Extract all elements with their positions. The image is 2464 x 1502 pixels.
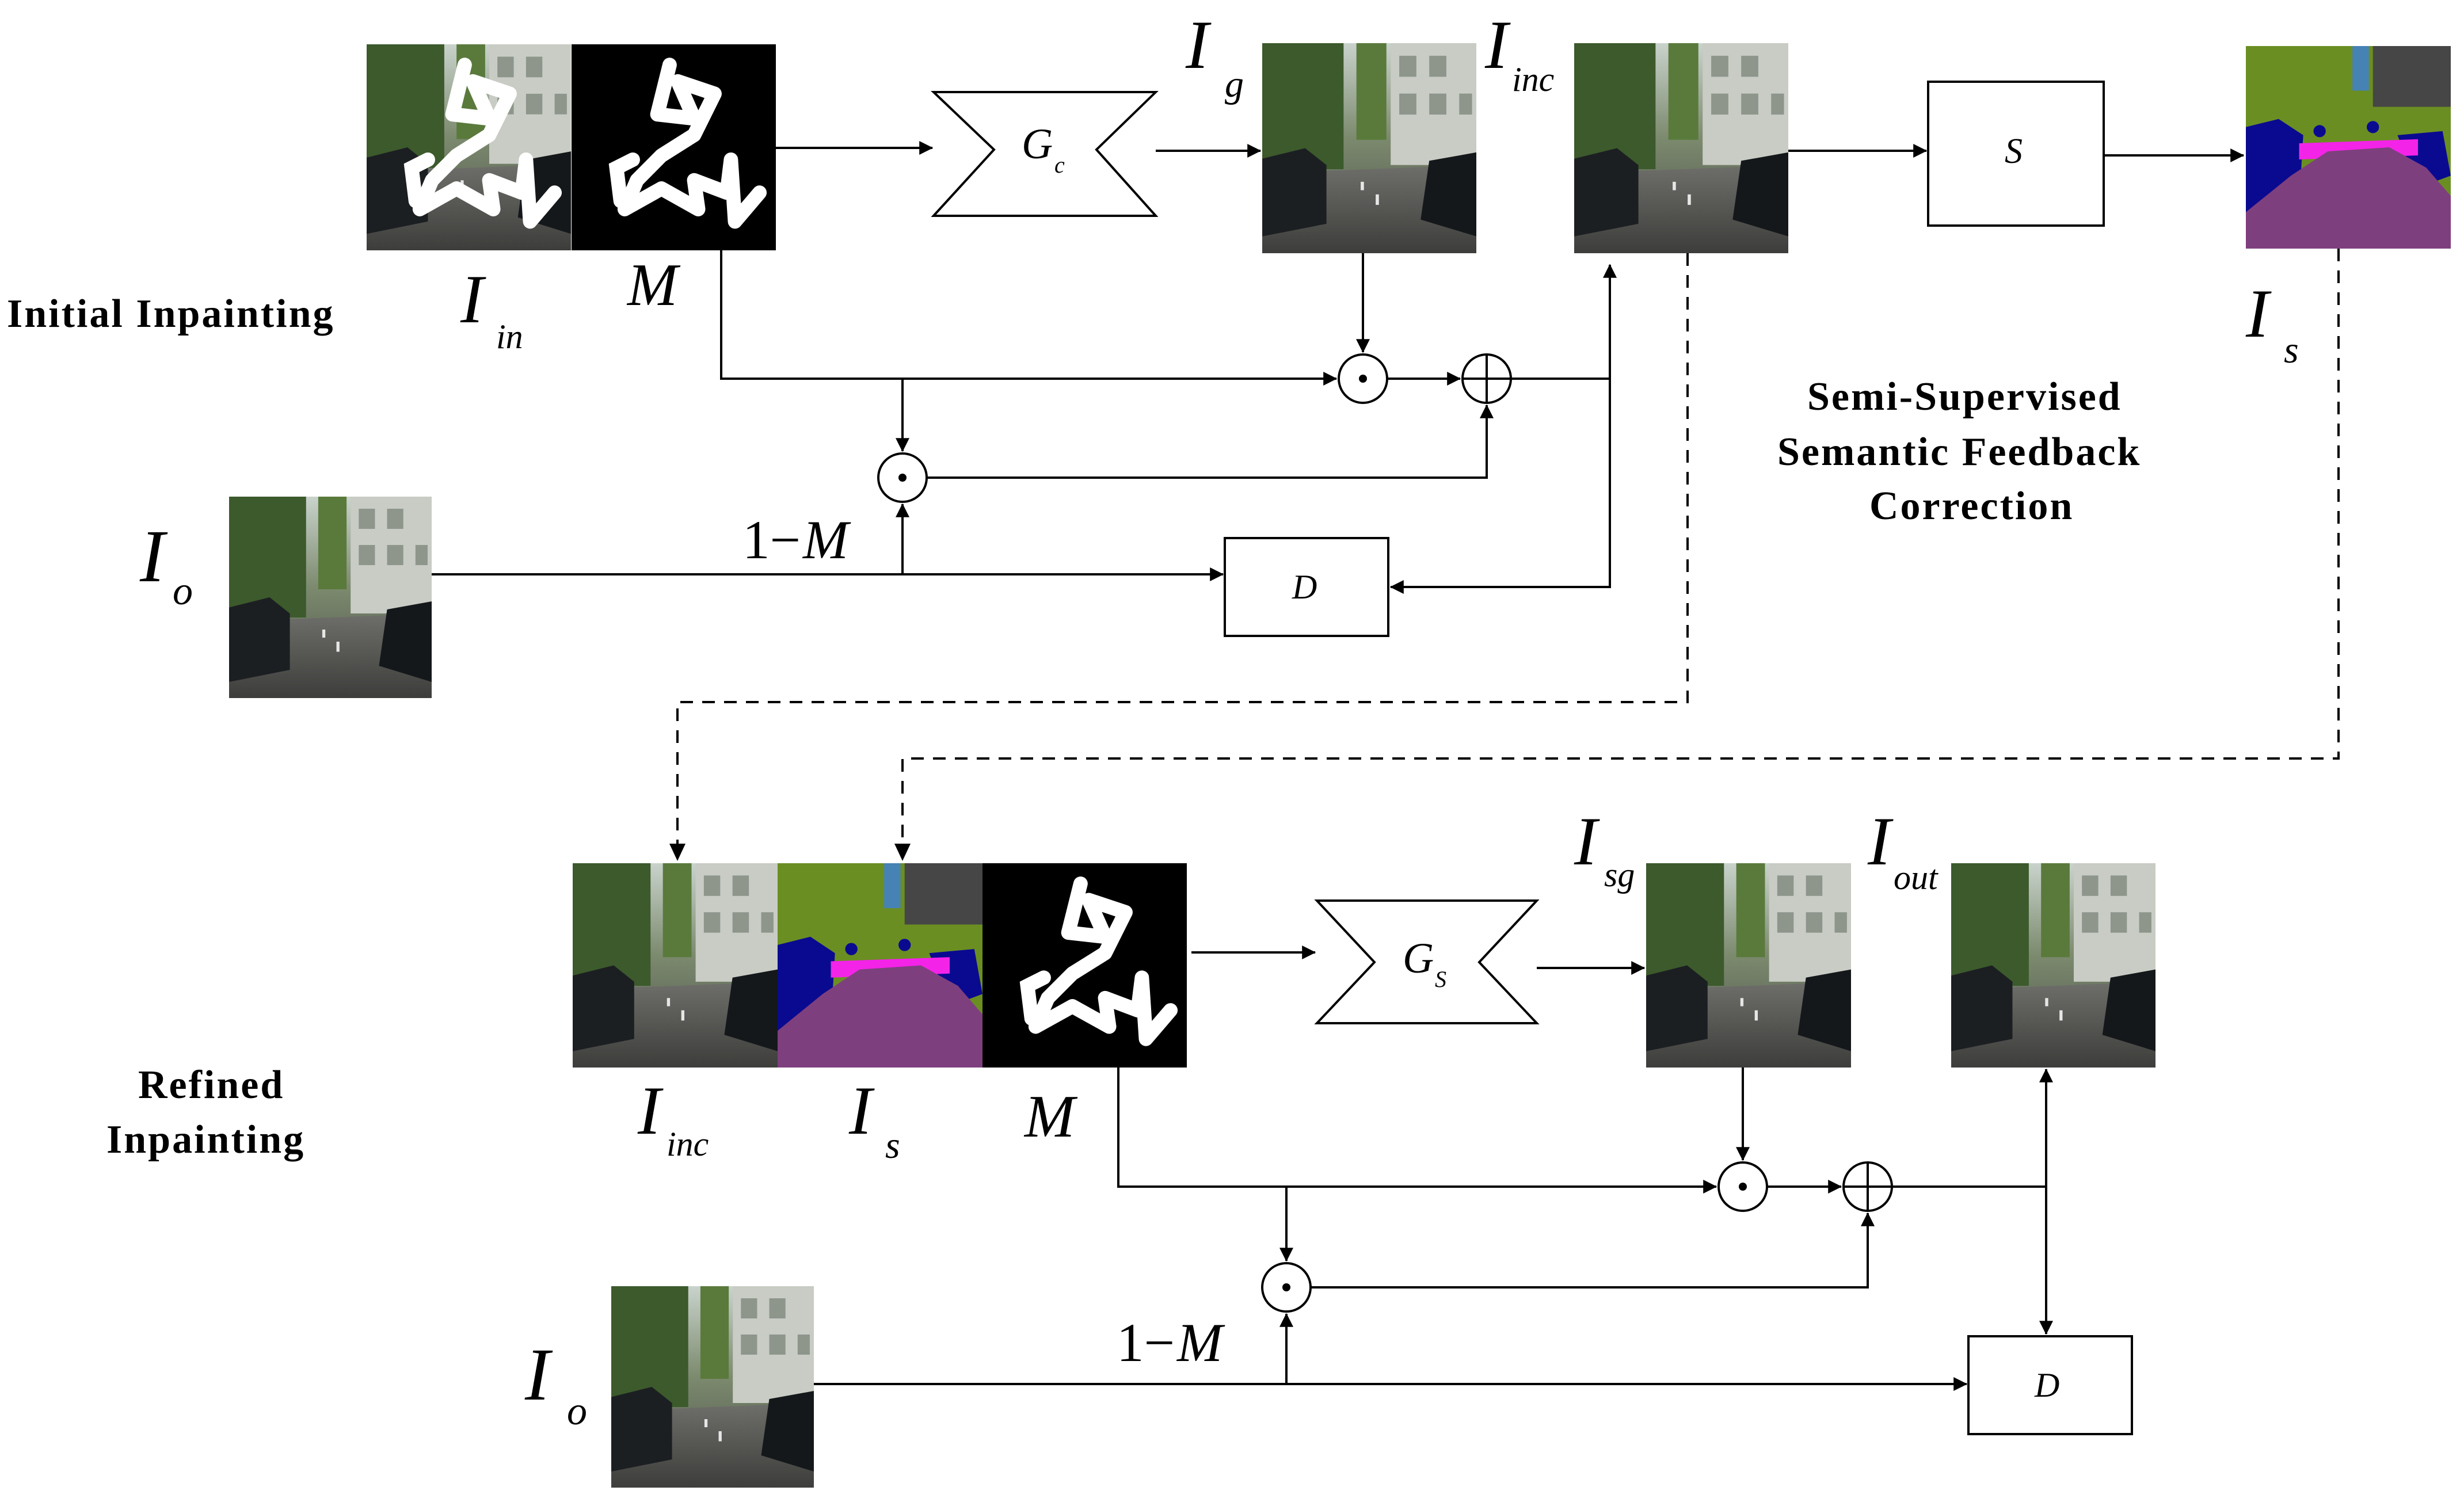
arrow-add-to-iinc (1511, 264, 1617, 380)
dashed-arrowhead-iinc (669, 844, 685, 861)
refined-inpainting-section: G S D Refined In (106, 803, 2155, 1488)
masked-input-image (367, 44, 571, 250)
arrow-orig-to-add-2 (1311, 1212, 1875, 1288)
refined-input-mask (982, 863, 1187, 1068)
label-i-sg: I (1574, 803, 1600, 879)
feedback-title-line1: Semi-Supervised (1807, 375, 2122, 419)
refined-input-is (778, 863, 982, 1068)
discriminator-block-1 (1224, 537, 1389, 637)
label-one-minus-m-top: M (802, 509, 851, 570)
gs-label: G (1403, 935, 1434, 982)
output-image (1951, 863, 2155, 1068)
arrow-orig-to-add (927, 404, 1494, 479)
s-block-label: S (2005, 132, 2023, 171)
generated-image (1262, 43, 1476, 253)
multiply-op-sg (1717, 1161, 1768, 1212)
initial-inpainting-title: Initial Inpainting (7, 292, 335, 336)
label-i-inc-bottom: I (637, 1072, 664, 1149)
multiply-op-orig-1 (877, 452, 928, 503)
label-i-g: I (1185, 6, 1212, 83)
segmentation-image (2246, 46, 2451, 249)
dashed-feedback-iinc (676, 253, 1689, 851)
label-i-g-sub: g (1225, 63, 1244, 105)
label-i-inc-sub: inc (1512, 60, 1554, 98)
label-i-o-bottom: I (524, 1333, 553, 1416)
arrow-add-to-d (1389, 379, 1611, 594)
gc-label: G (1022, 120, 1053, 168)
dashed-arrowhead-is (894, 844, 911, 861)
refined-title-line2: Inpainting (106, 1118, 305, 1162)
multiply-op-g (1338, 353, 1388, 404)
label-i-s-bottom-sub: s (885, 1124, 900, 1166)
initial-inpainting-section: G c S D (7, 6, 2451, 698)
gs-generator-block (1314, 899, 1540, 1024)
label-i-o-bottom-sub: o (567, 1389, 587, 1434)
label-one-minus-top: 1− (742, 509, 801, 570)
label-i-inc-bottom-sub: inc (667, 1125, 709, 1163)
d-label-1: D (1292, 568, 1317, 606)
refined-title-line1: Refined (138, 1063, 284, 1107)
arrow-m-to-mult-2 (1117, 1068, 1717, 1194)
gc-generator-block (931, 91, 1159, 217)
label-i-s-top-sub: s (2284, 329, 2299, 371)
label-i-inc: I (1484, 6, 1511, 83)
refined-input-iinc (573, 863, 778, 1068)
add-op-1 (1461, 353, 1512, 404)
label-i-out: I (1867, 803, 1894, 879)
feedback-title-line3: Correction (1869, 484, 2074, 528)
label-i-s-bottom: I (848, 1072, 875, 1149)
d-label-2: D (2034, 1366, 2059, 1404)
label-m-bottom: M (1023, 1082, 1078, 1150)
label-m-top: M (626, 251, 681, 318)
multiply-op-orig-2 (1261, 1262, 1312, 1313)
label-i-in-sub: in (496, 318, 523, 356)
semantic-generated-image (1646, 863, 1851, 1068)
label-one-minus-m-bottom: M (1176, 1312, 1225, 1373)
arrow-m-to-mult (720, 250, 1338, 386)
mask-image (572, 44, 776, 250)
label-i-sg-sub: sg (1604, 856, 1635, 894)
gc-subscript: c (1054, 152, 1065, 178)
label-i-in: I (460, 261, 486, 337)
original-image-refined (611, 1286, 814, 1488)
label-i-out-sub: out (1894, 859, 1939, 897)
dashed-feedback-is (901, 249, 2340, 851)
label-i-o-top: I (139, 515, 168, 598)
label-i-o-top-sub: o (173, 569, 193, 613)
add-op-2 (1842, 1161, 1893, 1212)
label-one-minus-bottom: 1− (1117, 1312, 1175, 1373)
discriminator-block-2 (1967, 1335, 2133, 1435)
original-image (229, 497, 432, 698)
incomplete-composite-image (1574, 43, 1788, 253)
label-i-s-top: I (2245, 275, 2272, 352)
gs-subscript: S (1435, 966, 1446, 992)
feedback-title-line2: Semantic Feedback (1777, 430, 2141, 474)
segmentation-network-block (1927, 81, 2105, 227)
